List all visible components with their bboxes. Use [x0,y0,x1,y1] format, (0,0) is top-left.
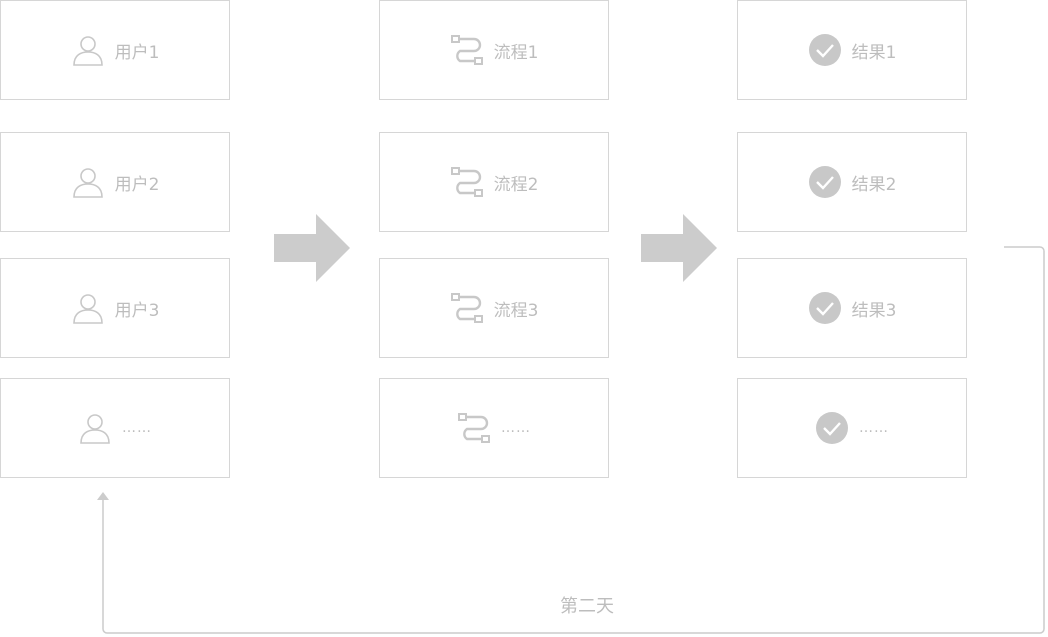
process-box-more: …… [379,378,609,478]
result-box-3: 结果3 [737,258,967,358]
arrow-right-icon [274,214,350,282]
check-circle-icon [808,165,842,199]
user-label: …… [122,420,152,436]
result-box-more: …… [737,378,967,478]
process-box-3: 流程3 [379,258,609,358]
check-circle-icon [808,291,842,325]
result-label: …… [859,420,889,436]
process-box-1: 流程1 [379,0,609,100]
process-label: …… [501,420,531,436]
check-circle-icon [808,33,842,67]
user-box-3: 用户3 [0,258,230,358]
user-box-1: 用户1 [0,0,230,100]
user-label: 用户3 [114,300,160,321]
arrow-right-icon [641,214,717,282]
check-circle-icon [815,411,849,445]
user-icon [71,33,105,67]
result-label: 结果1 [851,42,897,63]
process-label: 流程3 [493,300,539,321]
flow-icon [450,291,484,325]
process-box-2: 流程2 [379,132,609,232]
user-box-2: 用户2 [0,132,230,232]
flow-icon [450,165,484,199]
user-icon [71,165,105,199]
loop-label: 第二天 [560,596,614,617]
result-box-1: 结果1 [737,0,967,100]
result-label: 结果3 [851,300,897,321]
flow-icon [450,33,484,67]
result-label: 结果2 [851,174,897,195]
result-box-2: 结果2 [737,132,967,232]
process-label: 流程1 [493,42,539,63]
user-label: 用户2 [114,174,160,195]
user-label: 用户1 [114,42,160,63]
user-icon [71,291,105,325]
user-box-more: …… [0,378,230,478]
user-icon [78,411,112,445]
process-label: 流程2 [493,174,539,195]
flow-icon [457,411,491,445]
arrow-up-icon [97,492,109,500]
